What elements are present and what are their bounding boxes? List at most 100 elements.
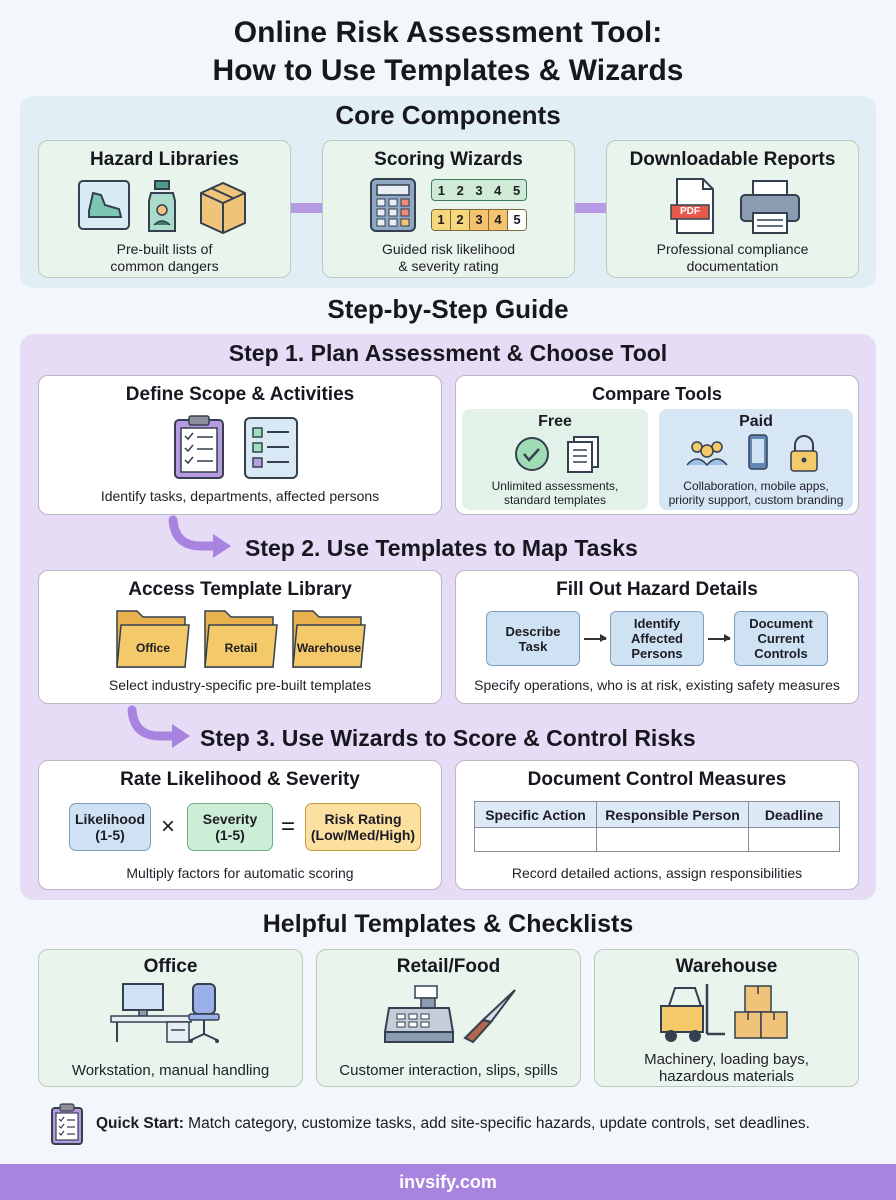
flow-arrow <box>708 635 731 641</box>
quick-start-clipboard-icon <box>51 1103 83 1145</box>
page-title: Online Risk Assessment Tool: How to Use … <box>0 14 896 90</box>
likelihood-scale: 1 2 3 4 5 <box>431 179 527 201</box>
core-components-heading: Core Components <box>335 100 561 130</box>
flow-arrow <box>584 635 607 641</box>
pdf-file-icon <box>670 178 714 234</box>
team-icon <box>686 441 728 467</box>
flow-step-describe-task: Describe Task <box>486 611 580 666</box>
scale-value: 5 <box>512 182 521 198</box>
scale-value: 1 <box>437 182 446 198</box>
column-header: Deadline <box>748 801 840 828</box>
table-row <box>474 827 840 852</box>
templates-heading: Helpful Templates & Checklists <box>262 910 634 938</box>
formula-text: (1-5) <box>95 827 125 843</box>
formula-text: (1-5) <box>215 827 245 843</box>
title-line-2: How to Use Templates & Wizards <box>212 54 684 87</box>
card-desc-line-1: Machinery, loading bays, <box>644 1051 809 1068</box>
quick-start-text: Quick Start: Match category, customize t… <box>96 1115 810 1133</box>
card-desc: Specify operations, who is at risk, exis… <box>474 677 840 693</box>
scale-value: 1 <box>432 210 451 230</box>
card-title: Document Control Measures <box>527 769 787 790</box>
scale-value: 3 <box>470 210 489 230</box>
card-desc: Record detailed actions, assign responsi… <box>511 865 803 881</box>
card-desc-line-1: Guided risk likelihood <box>381 241 516 257</box>
slip-hazard-icon <box>78 180 130 230</box>
flow-text: Controls <box>754 646 808 661</box>
card-title: Define Scope & Activities <box>125 384 355 405</box>
scope-icons <box>174 415 298 479</box>
folder-label-office: Office <box>135 641 170 655</box>
scale-value: 5 <box>508 210 526 230</box>
equals-sign: = <box>281 813 296 840</box>
table-cell[interactable] <box>596 827 749 852</box>
severity-box: Severity (1-5) <box>187 803 273 851</box>
paid-title: Paid <box>739 413 773 430</box>
paid-desc-line-2: priority support, custom branding <box>668 493 844 507</box>
guide-heading: Step-by-Step Guide <box>327 294 569 324</box>
folder-label-warehouse: Warehouse <box>296 641 362 655</box>
check-circle-icon <box>515 437 549 471</box>
chemical-bottle-icon <box>148 180 176 232</box>
lock-icon <box>790 435 818 472</box>
title-line-1: Online Risk Assessment Tool: <box>233 16 663 49</box>
card-title: Compare Tools <box>592 384 722 404</box>
quick-start-body: Match category, customize tasks, add sit… <box>183 1115 810 1132</box>
connector-bar <box>290 203 322 213</box>
table-cell[interactable] <box>474 827 597 852</box>
card-title: Access Template Library <box>128 579 352 600</box>
report-icons <box>670 178 800 234</box>
clipboard-icon <box>174 415 224 479</box>
card-title: Scoring Wizards <box>374 149 523 170</box>
flow-text: Identify <box>633 616 681 631</box>
rate-likelihood-card: Rate Likelihood & Severity Likelihood (1… <box>38 760 442 890</box>
flow-step-identify-persons: Identify Affected Persons <box>610 611 704 666</box>
scale-value: 2 <box>456 182 464 198</box>
scale-value: 4 <box>489 210 508 230</box>
card-title: Fill Out Hazard Details <box>556 579 758 600</box>
card-desc-line-1: Professional compliance <box>656 241 809 257</box>
warehouse-icons <box>660 984 788 1042</box>
step-arrow-icon <box>168 515 231 558</box>
step-2-heading: Step 2. Use Templates to Map Tasks <box>245 535 638 561</box>
card-desc-line-1: Customer interaction, slips, spills <box>339 1062 558 1079</box>
cash-register-icon <box>383 985 455 1043</box>
step-arrow-icon <box>127 705 190 748</box>
card-desc: Multiply factors for automatic scoring <box>126 865 354 881</box>
scale-value: 2 <box>451 210 470 230</box>
flow-text: Current <box>757 631 805 646</box>
card-desc-line-2: & severity rating <box>398 258 499 274</box>
card-desc-line-2: hazardous materials <box>658 1068 795 1085</box>
free-desc-line-2: standard templates <box>503 493 607 507</box>
step-1-heading: Step 1. Plan Assessment & Choose Tool <box>228 340 668 366</box>
downloadable-reports-card: Downloadable Reports PDF Professional co… <box>606 140 859 278</box>
connector-bar <box>575 203 607 213</box>
quick-start-label: Quick Start: <box>96 1115 184 1132</box>
template-card-retail-food: Retail/Food Customer interaction, slips,… <box>316 949 581 1087</box>
calculator-icon <box>370 178 416 232</box>
scoring-wizards-card: Scoring Wizards 1 2 3 4 5 1 2 3 4 5 Guid… <box>322 140 575 278</box>
card-desc: Identify tasks, departments, affected pe… <box>100 488 380 504</box>
card-title: Retail/Food <box>396 956 501 977</box>
retail-icons <box>383 985 516 1044</box>
table-cell[interactable] <box>748 827 840 852</box>
card-desc-line-2: common dangers <box>110 258 219 274</box>
formula-text: (Low/Med/High) <box>310 827 416 843</box>
formula-text: Risk Rating <box>324 811 402 827</box>
desk-computer-icon <box>110 983 192 1043</box>
flow-text: Affected <box>630 631 683 646</box>
folder-icon <box>204 610 278 668</box>
folder-icon <box>116 610 190 668</box>
control-measures-table: Specific Action Responsible Person Deadl… <box>474 801 840 852</box>
column-header: Specific Action <box>474 801 597 828</box>
compare-tools-card: Compare Tools Free Unlimited assessments… <box>455 375 859 515</box>
paid-desc-line-1: Collaboration, mobile apps, <box>683 479 829 493</box>
folder-label-retail: Retail <box>224 641 258 655</box>
footer-site-link[interactable]: invsify.com <box>0 1164 896 1200</box>
printer-icon <box>740 180 800 234</box>
knife-icon <box>463 989 516 1044</box>
template-library-card: Access Template Library Office Retail Wa… <box>38 570 442 704</box>
risk-rating-box: Risk Rating (Low/Med/High) <box>305 803 421 851</box>
paid-icons <box>686 434 818 472</box>
folder-icons <box>116 610 366 668</box>
hazard-libraries-card: Hazard Libraries Pre-built lists of comm… <box>38 140 291 278</box>
